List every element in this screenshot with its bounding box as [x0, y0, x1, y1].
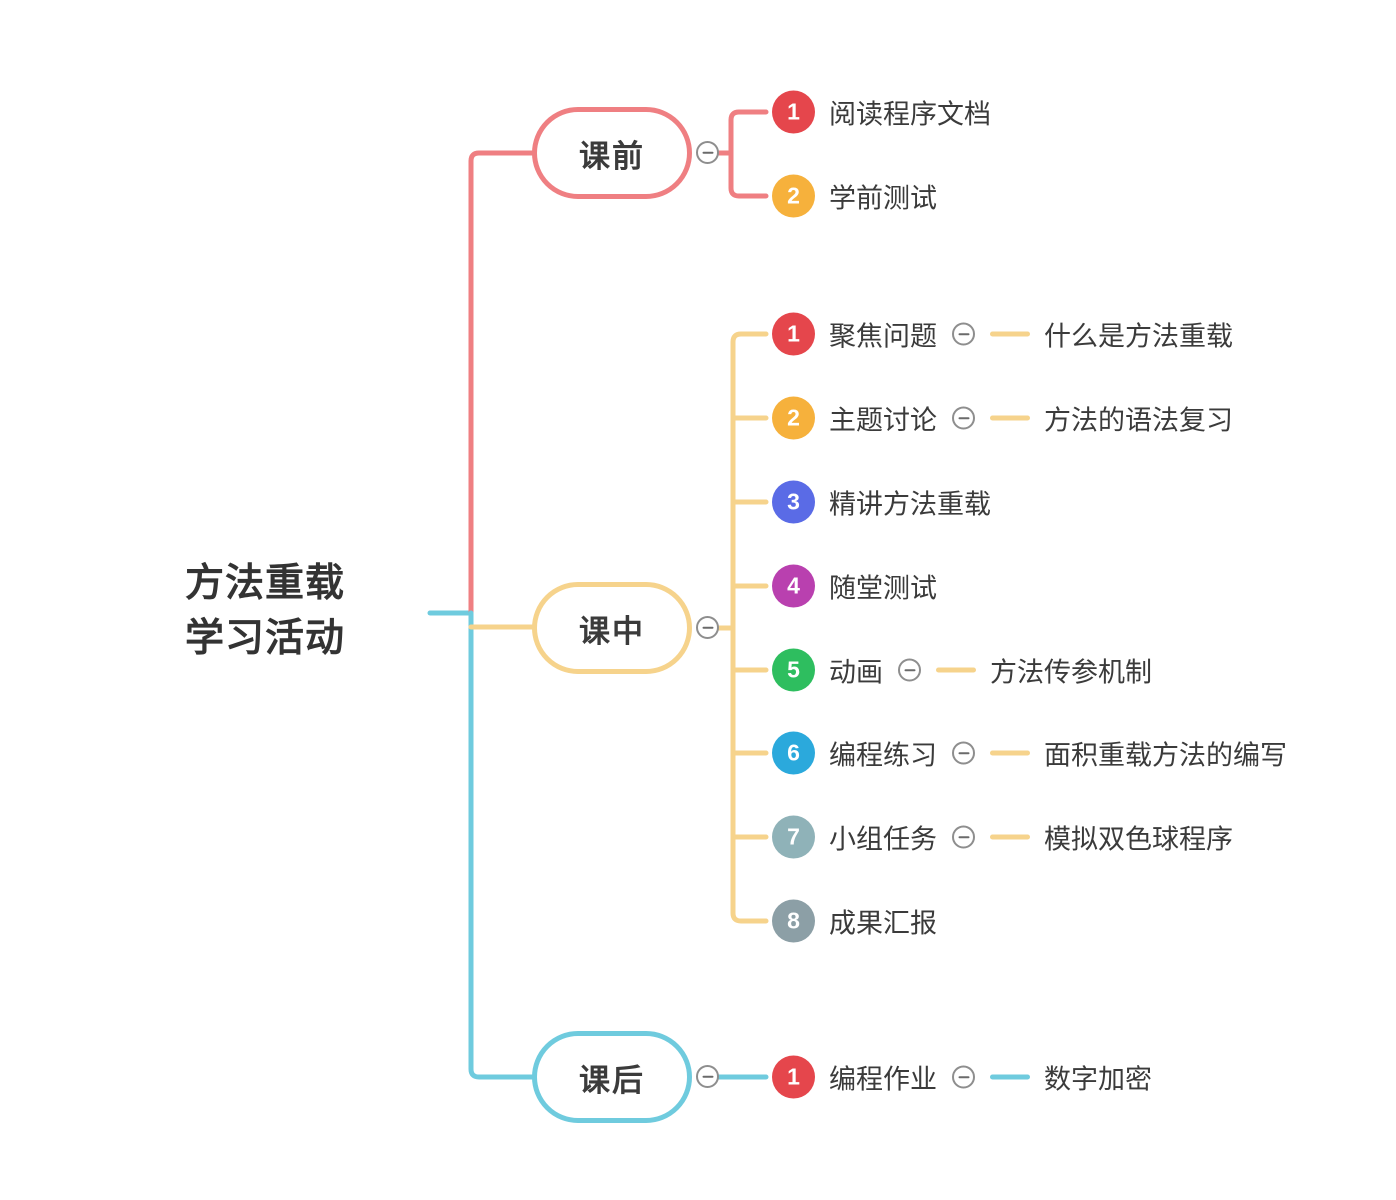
- mindmap-item[interactable]: 5 动画 方法传参机制: [772, 648, 1152, 692]
- collapse-icon[interactable]: [898, 658, 921, 682]
- collapse-icon-before-class[interactable]: [696, 141, 719, 164]
- collapse-icon[interactable]: [952, 741, 975, 765]
- item-label: 精讲方法重载: [829, 489, 991, 520]
- mindmap-item[interactable]: 1 阅读程序文档: [772, 90, 991, 134]
- branch-label: 课前: [579, 138, 645, 174]
- item-number-badge: 1: [772, 312, 815, 356]
- item-label: 学前测试: [829, 183, 937, 214]
- item-number-badge: 4: [772, 564, 815, 608]
- root-node[interactable]: 方法重载 学习活动: [110, 556, 420, 667]
- subitem-label[interactable]: 面积重载方法的编写: [1044, 740, 1287, 771]
- child-connector-line: [990, 834, 1030, 840]
- mindmap-item[interactable]: 2 学前测试: [772, 174, 937, 218]
- in-class-children-bracket: [716, 331, 769, 924]
- collapse-icon[interactable]: [952, 322, 975, 346]
- subitem-label[interactable]: 方法传参机制: [990, 657, 1152, 688]
- root-title-line1: 方法重载: [184, 562, 345, 605]
- subitem-label[interactable]: 模拟双色球程序: [1044, 824, 1233, 855]
- item-label: 小组任务: [829, 824, 937, 855]
- branch-node-in-class[interactable]: 课中: [532, 582, 692, 674]
- mindmap-item[interactable]: 1 聚焦问题 什么是方法重载: [772, 312, 1233, 356]
- subitem-label[interactable]: 方法的语法复习: [1044, 405, 1233, 436]
- subitem-label[interactable]: 什么是方法重载: [1044, 321, 1233, 352]
- root-title-line2: 学习活动: [184, 617, 345, 661]
- child-connector-line: [990, 415, 1030, 421]
- trunk-after-class: [468, 610, 536, 1080]
- item-label: 阅读程序文档: [829, 99, 991, 130]
- item-label: 聚焦问题: [829, 321, 937, 352]
- mindmap-item[interactable]: 2 主题讨论 方法的语法复习: [772, 396, 1233, 440]
- item-label: 主题讨论: [829, 405, 937, 436]
- collapse-icon-in-class[interactable]: [696, 616, 719, 639]
- item-label: 编程作业: [829, 1064, 937, 1095]
- item-label: 成果汇报: [829, 908, 937, 939]
- item-number-badge: 1: [772, 90, 815, 134]
- mindmap-item[interactable]: 8 成果汇报: [772, 899, 937, 943]
- item-number-badge: 2: [772, 396, 815, 440]
- child-connector-line: [936, 667, 976, 673]
- child-connector-line: [990, 331, 1030, 337]
- branch-node-before-class[interactable]: 课前: [532, 107, 692, 199]
- branch-label: 课后: [579, 1062, 645, 1098]
- mindmap-item[interactable]: 3 精讲方法重载: [772, 480, 991, 524]
- collapse-icon[interactable]: [952, 406, 975, 430]
- before-class-children-bracket: [716, 109, 769, 199]
- subitem-label[interactable]: 数字加密: [1044, 1064, 1152, 1095]
- mindmap-item[interactable]: 4 随堂测试: [772, 564, 937, 608]
- item-number-badge: 1: [772, 1055, 815, 1099]
- branch-label: 课中: [579, 613, 645, 649]
- trunk-before-class: [468, 150, 536, 616]
- collapse-icon[interactable]: [952, 825, 975, 849]
- item-label: 编程练习: [829, 740, 937, 771]
- item-number-badge: 3: [772, 480, 815, 524]
- item-number-badge: 6: [772, 731, 815, 775]
- item-label: 动画: [829, 657, 883, 688]
- mindmap-item[interactable]: 7 小组任务 模拟双色球程序: [772, 815, 1233, 859]
- item-number-badge: 8: [772, 899, 815, 943]
- branch-node-after-class[interactable]: 课后: [532, 1031, 692, 1123]
- item-number-badge: 5: [772, 648, 815, 692]
- item-number-badge: 2: [772, 174, 815, 218]
- collapse-icon[interactable]: [952, 1065, 975, 1089]
- mindmap-item[interactable]: 1 编程作业 数字加密: [772, 1055, 1152, 1099]
- item-label: 随堂测试: [829, 573, 937, 604]
- child-connector-line: [990, 750, 1030, 756]
- collapse-icon-after-class[interactable]: [696, 1065, 719, 1088]
- child-connector-line: [990, 1074, 1030, 1080]
- mindmap-item[interactable]: 6 编程练习 面积重载方法的编写: [772, 731, 1287, 775]
- item-number-badge: 7: [772, 815, 815, 859]
